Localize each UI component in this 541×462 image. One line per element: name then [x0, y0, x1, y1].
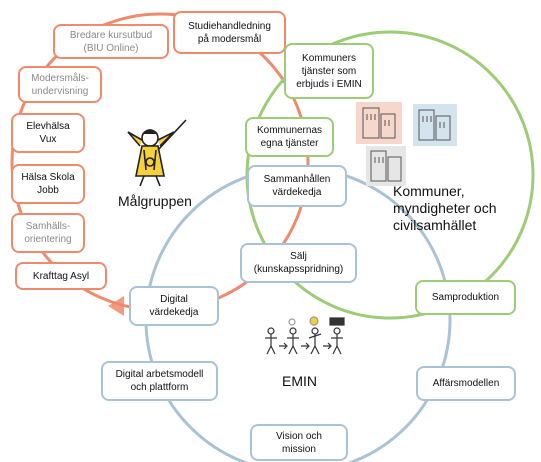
- malgruppen-label: Målgruppen: [118, 193, 192, 209]
- modersmalsundervisning-box: Modersmåls- undervisning: [18, 66, 102, 103]
- kommunernas-egna-tjanster-box: Kommunernas egna tjänster: [245, 117, 334, 157]
- digital-arbetsmodell-box: Digital arbetsmodell och plattform: [101, 361, 218, 401]
- kommuner-label: Kommuner, myndigheter och civilsamhället: [393, 183, 497, 233]
- sammanhallen-vardekedja-box: Sammanhållen värdekedja: [247, 165, 347, 207]
- bredare-kursutbud-box: Bredare kursutbud (BIU Online): [53, 24, 169, 59]
- affarsmodellen-box: Affärsmodellen: [416, 366, 516, 401]
- vision-och-mission-box: Vision och mission: [250, 424, 348, 461]
- digital-vardekedja-box: Digital värdekedja: [129, 286, 219, 326]
- arrow-left-icon: [108, 296, 124, 316]
- samproduktion-box: Samproduktion: [415, 280, 516, 315]
- samhallsorientering-box: Samhälls- orientering: [11, 213, 85, 253]
- kommuners-tjanster-box: Kommuners tjänster som erbjuds i EMIN: [284, 43, 374, 99]
- halsa-skola-jobb-box: Hälsa Skola Jobb: [11, 164, 85, 204]
- studiehandledning-box: Studiehandledning på modersmål: [173, 11, 286, 54]
- people-progress-icon: [265, 316, 345, 355]
- emin-label: EMIN: [282, 373, 317, 389]
- salj-kunskapsspridning-box: Sälj (kunskapsspridning): [240, 243, 357, 283]
- krafttag-asyl-box: Krafttag Asyl: [15, 262, 107, 290]
- angel-figure-icon: [127, 119, 187, 187]
- buildings-icon: [356, 102, 457, 186]
- elevhalsa-vux-box: Elevhälsa Vux: [11, 113, 85, 153]
